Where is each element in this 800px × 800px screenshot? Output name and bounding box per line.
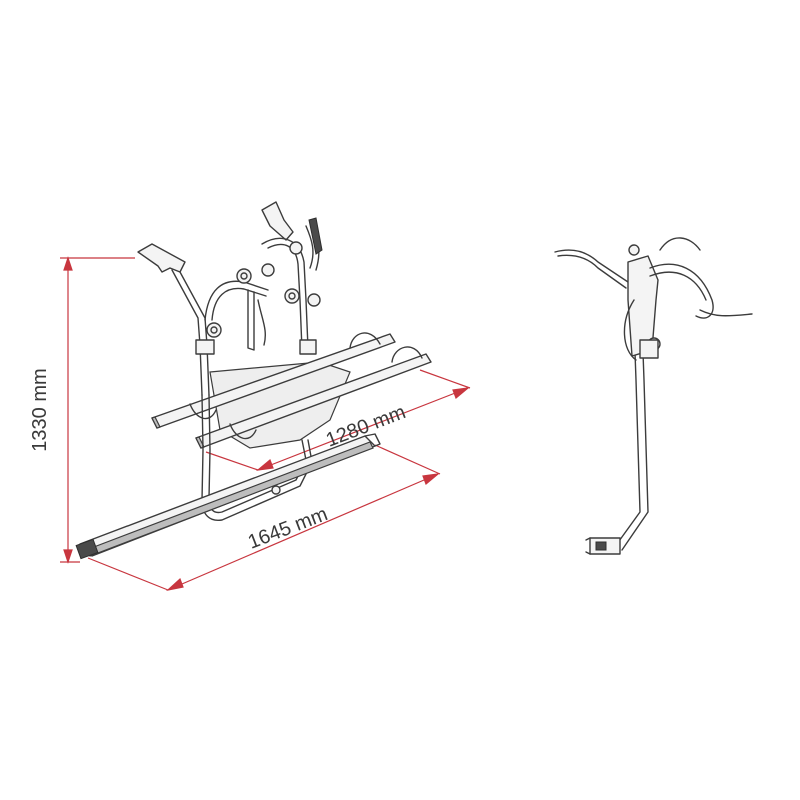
clamp-knob-left: [206, 322, 222, 338]
side-arm-tail: [699, 309, 753, 317]
upper-bike-rail: [151, 332, 396, 429]
lower-bike-rail: [195, 346, 432, 449]
top-left-bracket: [137, 243, 186, 273]
base-width-label: 1645 mm: [245, 503, 331, 553]
side-knob-top: [628, 244, 640, 256]
rail-width-dimension: [205, 369, 471, 471]
top-right-bracket: [261, 201, 294, 241]
base-beam: [75, 433, 381, 560]
dimension-lines: [60, 256, 471, 592]
side-cable: [623, 237, 701, 361]
mount-block-left: [195, 339, 215, 355]
side-foot: [585, 537, 621, 555]
base-bolt: [271, 485, 281, 495]
side-top-bracket: [554, 249, 629, 289]
clamp-knob-right: [284, 241, 321, 307]
mount-block-right: [299, 339, 317, 355]
left-upright: [171, 269, 210, 396]
height-dimension: [60, 256, 135, 564]
side-bracket-block: [639, 339, 659, 359]
lock-strap: [308, 217, 323, 255]
bike-rack-side-view: [554, 237, 753, 555]
side-arm-loop: [649, 263, 714, 319]
height-label: 1330 mm: [29, 368, 51, 451]
bike-rack-front-view: [75, 201, 432, 560]
base-width-dimension: [87, 444, 441, 592]
clamp-knob-top: [236, 263, 275, 284]
center-strap: [247, 289, 267, 351]
